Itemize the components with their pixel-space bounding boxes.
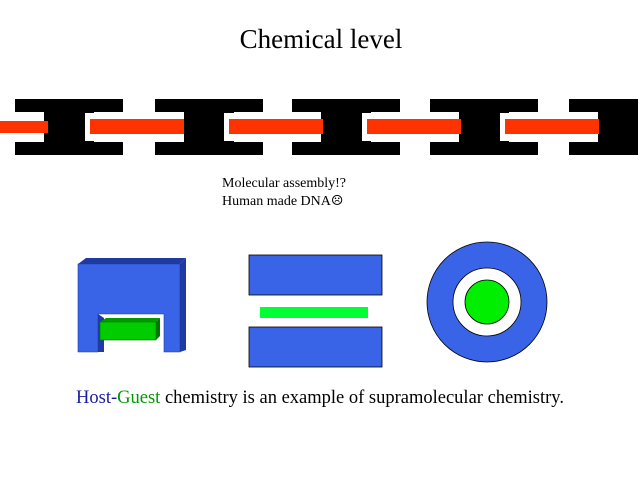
arch-front-face	[77, 263, 181, 353]
guest-block-top	[100, 318, 160, 322]
notes-block: Molecular assembly!? Human made DNA☹	[222, 175, 346, 211]
red-rod	[0, 121, 48, 133]
arch-right-face	[180, 258, 186, 352]
arch-top-face	[78, 258, 186, 264]
top-plate	[248, 254, 383, 296]
note-human-made-dna: Human made DNA☹	[222, 194, 344, 209]
red-rod	[229, 119, 323, 134]
note-molecular-assembly: Molecular assembly!?	[222, 176, 347, 191]
arch-host-guest-figure	[77, 258, 186, 353]
red-rod	[90, 119, 184, 134]
i-beam-block-end	[569, 99, 638, 155]
slide-title: Chemical level	[239, 24, 403, 54]
guest-bar	[260, 307, 368, 318]
plate-sandwich-figure	[248, 254, 383, 368]
i-beam-block	[292, 99, 400, 155]
i-beam-block	[15, 99, 123, 155]
ring-host-guest-figure	[426, 241, 548, 363]
red-rod	[367, 119, 461, 134]
host-guest-caption: Host-Guest chemistry is an example of su…	[0, 388, 638, 409]
guest-block-front	[99, 321, 157, 341]
bottom-plate	[248, 326, 383, 368]
red-rod	[505, 119, 599, 134]
guest-circle	[464, 279, 510, 325]
caption-rest: chemistry is an example of supramolecula…	[160, 388, 564, 408]
i-beam-block	[155, 99, 263, 155]
caption-dash: -	[110, 388, 118, 408]
host-word: Host	[76, 388, 111, 408]
guest-word: Guest	[117, 388, 161, 408]
i-beam-block	[430, 99, 538, 155]
molecular-chain-diagram	[0, 99, 638, 155]
guest-block-side	[156, 318, 160, 340]
